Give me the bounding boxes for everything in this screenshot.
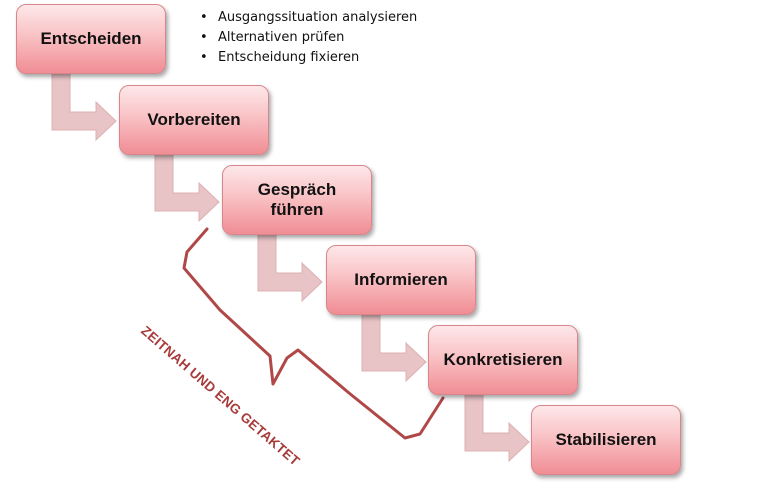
step-label: Gespräch führen (257, 180, 337, 219)
list-item-text: Ausgangssituation analysieren (218, 10, 418, 25)
step-konkretisieren: Konkretisieren (428, 325, 578, 395)
step-label: Konkretisieren (443, 350, 563, 369)
step-label: Vorbereiten (147, 110, 241, 129)
elbow-arrow-icon (464, 394, 530, 463)
curly-brace-icon (182, 227, 445, 440)
step-informieren: Informieren (326, 245, 476, 315)
list-item: • Ausgangssituation analysieren (200, 8, 417, 28)
step-label: Stabilisieren (555, 430, 657, 449)
step-gespraech-fuehren: Gespräch führen (222, 165, 372, 235)
list-item-text: Alternativen prüfen (218, 30, 345, 45)
step-label: Entscheiden (40, 29, 142, 48)
bullet-icon: • (200, 10, 208, 25)
elbow-arrow-icon (154, 154, 220, 223)
step-entscheiden: Entscheiden (16, 4, 166, 74)
bullet-icon: • (200, 50, 208, 65)
list-item: • Alternativen prüfen (200, 28, 417, 48)
step-vorbereiten: Vorbereiten (119, 85, 269, 155)
step-label: Informieren (354, 270, 448, 289)
bullet-list: • Ausgangssituation analysieren • Alternat… (200, 8, 417, 68)
list-item-text: Entscheidung fixieren (218, 50, 360, 65)
elbow-arrow-icon (361, 314, 427, 383)
bullet-icon: • (200, 30, 208, 45)
elbow-arrow-icon (257, 234, 323, 303)
step-stabilisieren: Stabilisieren (531, 405, 681, 475)
elbow-arrow-icon (51, 73, 117, 142)
list-item: • Entscheidung fixieren (200, 48, 417, 68)
